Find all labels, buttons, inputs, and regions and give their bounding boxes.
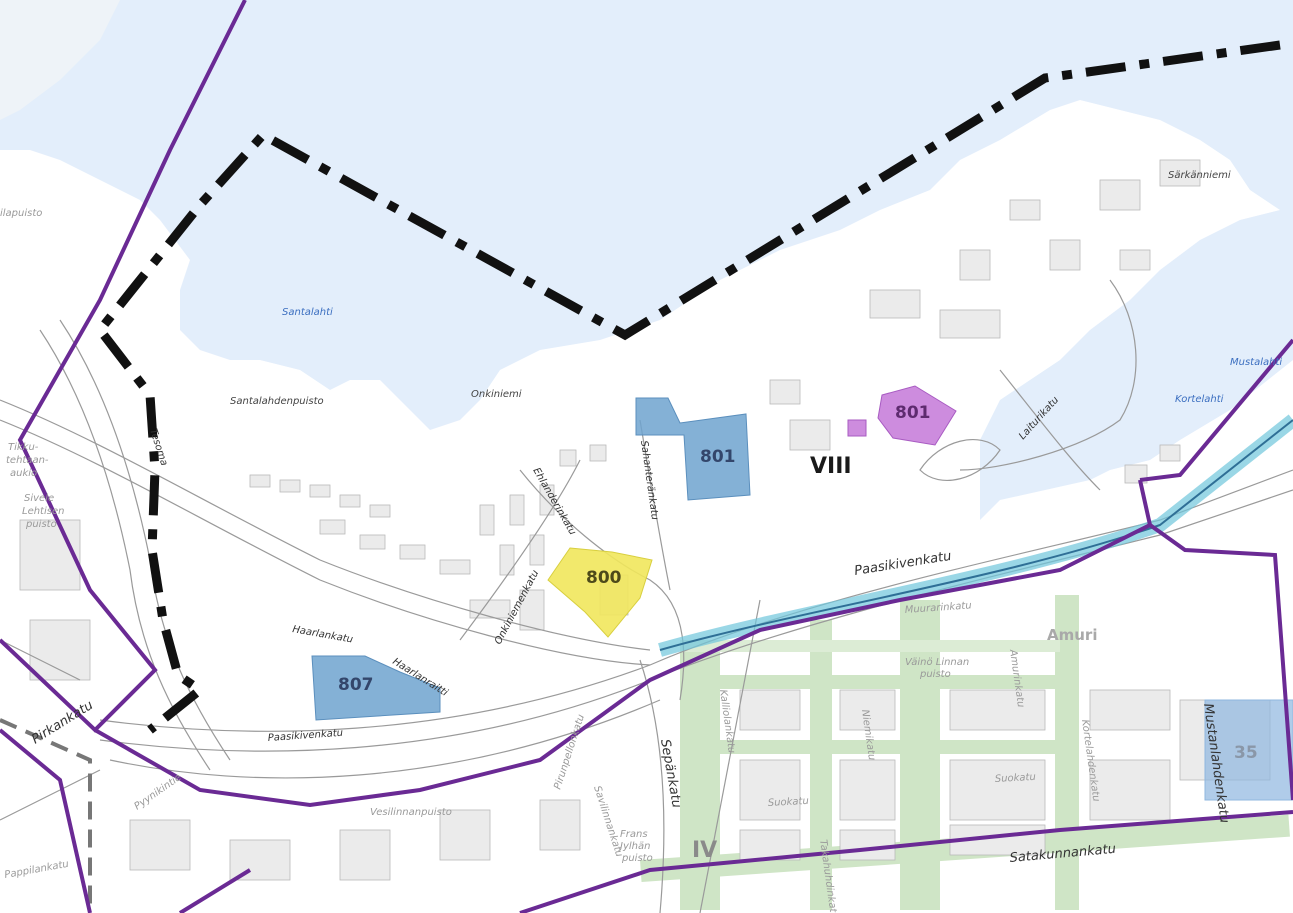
place-label-vaino-puisto: puisto [919, 669, 951, 680]
zone-label-801-blue: 801 [700, 447, 736, 467]
zone-35[interactable] [1204, 699, 1293, 801]
water-label-mustalahti: Mustalahti [1230, 357, 1282, 368]
place-label-vaino: Väinö Linnan [905, 657, 969, 668]
tramline-core [659, 419, 1293, 651]
zone-label-807: 807 [338, 675, 374, 695]
sea-area [0, 0, 1293, 520]
zone-801-purple[interactable] [877, 385, 957, 446]
place-label-puisto: puisto [25, 519, 57, 530]
plan-area-outline [94, 40, 1281, 734]
place-label-sarkanniemi: Särkänniemi [1168, 170, 1231, 181]
place-label-jylhan-puisto: puisto [621, 853, 653, 864]
place-label-santalahdenpuisto: Santalahdenpuisto [230, 396, 324, 407]
place-label-tehtaan: tehtaan- [6, 455, 49, 466]
sea-west [0, 0, 120, 120]
zone-800[interactable] [547, 547, 653, 638]
place-label-jylhan: Jylhän [618, 841, 650, 852]
zone-label-800: 800 [586, 568, 622, 588]
zone-807[interactable] [311, 655, 441, 721]
place-label-ilapuisto: ilapuisto [0, 208, 42, 219]
street-label-suokatu-a: Suokatu [768, 796, 810, 809]
street-label-muurarinkatu: Muurarinkatu [904, 600, 972, 616]
district-label-viii: VIII [810, 454, 852, 479]
street-label-paasikivenkatu-west: Paasikivenkatu [267, 728, 343, 744]
railway [0, 718, 92, 913]
place-label-tikku: Tikku- [8, 442, 39, 453]
place-label-vesilinnanpuisto: Vesilinnanpuisto [370, 807, 452, 818]
district-label-iv: IV [692, 838, 717, 863]
water-label-santalahti: Santalahti [282, 307, 333, 318]
place-label-frans: Frans [620, 829, 648, 840]
place-label-aukio: aukio [10, 468, 37, 479]
zone-label-801-purple: 801 [895, 403, 931, 423]
street-label-suokatu-b: Suokatu [995, 772, 1037, 785]
place-label-lehtisen: Lehtisen [22, 506, 64, 517]
place-label-onkiniemi: Onkiniemi [471, 389, 522, 400]
zone-801-blue[interactable] [635, 397, 751, 501]
place-label-amuri: Amuri [1047, 626, 1097, 644]
zone-label-35: 35 [1234, 743, 1258, 763]
water-label-kortelahti: Kortelahti [1175, 394, 1224, 405]
zone-801-purple-small [847, 419, 867, 437]
place-label-sivele: Sivele [24, 493, 54, 504]
